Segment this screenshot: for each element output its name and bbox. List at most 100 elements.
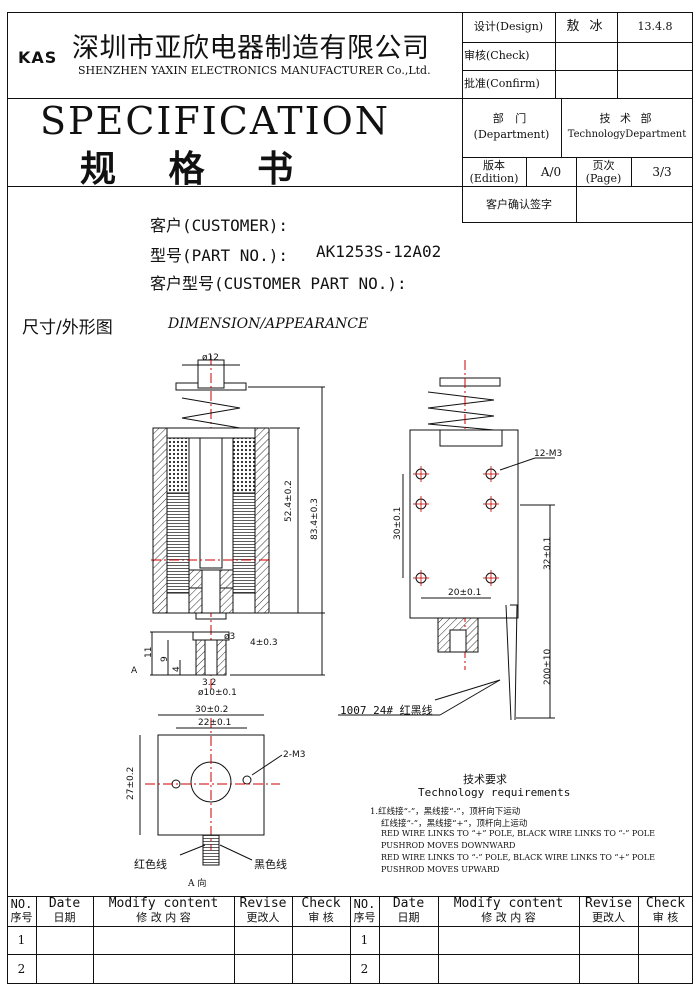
approval-col-line xyxy=(561,98,562,157)
dim-52: 52.4±0.2 xyxy=(284,480,294,522)
approval-col-line xyxy=(631,157,632,187)
approval-col-line xyxy=(617,12,618,98)
rev-header-no-cn-2: 序号 xyxy=(353,910,376,924)
header-bottom-divider xyxy=(7,186,693,187)
dept-value-en: TechnologyDepartment xyxy=(567,129,687,140)
dim-30: 30±0.1 xyxy=(393,506,403,540)
rev-col-line xyxy=(579,896,580,984)
part-no-value: AK1253S-12A02 xyxy=(316,242,442,261)
rev-header-no-cn: 序号 xyxy=(10,910,33,924)
dept-label-en: (Department) xyxy=(473,128,550,141)
approval-row-line xyxy=(462,98,693,99)
rev-header-revise-en: Revise xyxy=(239,895,287,911)
edition-label-cn: 版本 xyxy=(483,158,505,172)
req-title-cn: 技术要求 xyxy=(463,773,507,786)
dim-3-2: 3.2 xyxy=(202,678,217,688)
red-wire-label: 红色线 xyxy=(134,858,167,871)
approval-col-line xyxy=(526,157,527,187)
section-title-en: DIMENSION/APPEARANCE xyxy=(168,316,369,332)
dim-32: 32±0.1 xyxy=(543,536,553,570)
customer-confirm-label: 客户确认签字 xyxy=(486,197,552,211)
dim-200: 200±10 xyxy=(543,648,553,685)
rev-header-date-en-2: Date xyxy=(392,895,425,911)
rev-header-modify-cn-2: 修 改 内 容 xyxy=(481,910,536,924)
dim-4: 4 xyxy=(172,666,182,672)
rev-col-line xyxy=(93,896,94,984)
company-name-en: SHENZHEN YAXIN ELECTRONICS MANUFACTURER … xyxy=(78,64,431,77)
design-label: 设计(Design) xyxy=(473,20,544,33)
req-line5: RED WIRE LINKS TO “-” POLE, BLACK WIRE L… xyxy=(381,853,655,862)
design-date: 13.4.8 xyxy=(637,20,673,33)
dept-label-cn: 部 门 xyxy=(492,112,531,125)
view-a-label: A xyxy=(131,666,138,676)
rev-col-line xyxy=(379,896,380,984)
company-logo: KAS xyxy=(18,48,58,67)
rev-header-no-en-2: NO. xyxy=(353,896,376,911)
customer-label: 客户(CUSTOMER): xyxy=(150,216,288,235)
rev-header-date-cn-2: 日期 xyxy=(397,910,420,924)
rev-row-1-no-right: 1 xyxy=(360,933,369,947)
section-title-cn: 尺寸/外形图 xyxy=(22,318,113,338)
rev-header-date-cn: 日期 xyxy=(53,910,76,924)
rev-header-date-en: Date xyxy=(48,895,81,911)
approval-col-line xyxy=(555,12,556,98)
black-wire-label: 黑色线 xyxy=(254,858,287,871)
bottom-m3: 2-M3 xyxy=(283,750,306,760)
rev-header-modify-en: Modify content xyxy=(108,895,219,911)
rev-col-line xyxy=(292,896,293,984)
confirm-label: 批准(Confirm) xyxy=(464,77,540,90)
req-line6: PUSHROD MOVES UPWARD xyxy=(381,865,500,874)
rev-col-line xyxy=(438,896,439,984)
wire-label: 1007 24# 红黑线 xyxy=(340,704,433,717)
part-no-label: 型号(PART NO.): xyxy=(150,246,288,265)
approval-row-line xyxy=(462,70,693,71)
rev-col-line xyxy=(234,896,235,984)
rev-header-revise-cn: 更改人 xyxy=(246,910,280,924)
title-en: SPECIFICATION xyxy=(40,99,391,143)
rev-header-check-cn: 审 核 xyxy=(308,910,334,924)
page-label-en: (Page) xyxy=(585,171,622,185)
rev-row-1-no: 1 xyxy=(17,933,26,947)
rev-header-check-en-2: Check xyxy=(645,895,686,911)
page-label-cn: 页次 xyxy=(592,158,615,172)
req-title-en: Technology requirements xyxy=(418,786,571,799)
dim-phi3: ø3 xyxy=(224,632,236,642)
rev-header-check-en: Check xyxy=(301,895,341,911)
rev-header-revise-cn-2: 更改人 xyxy=(592,910,625,924)
approval-row-line xyxy=(462,42,693,43)
dim-top: ø12 xyxy=(202,353,219,363)
bottom-dim-27: 27±0.2 xyxy=(126,766,136,800)
rev-row-2-no: 2 xyxy=(17,962,26,976)
page-value: 3/3 xyxy=(652,165,672,179)
rev-header-modify-cn: 修 改 内 容 xyxy=(136,910,191,924)
a-direction-label: A 向 xyxy=(188,879,207,889)
approval-row-line xyxy=(462,157,693,158)
rev-col-line xyxy=(638,896,639,984)
rev-col-line xyxy=(36,896,37,984)
holes-label: 12-M3 xyxy=(534,449,563,459)
dim-9: 9 xyxy=(160,656,170,662)
approval-row-line xyxy=(462,222,693,223)
rev-row-2-no-right: 2 xyxy=(360,962,369,976)
dept-value-cn: 技 术 部 xyxy=(599,112,655,125)
rev-header-no-en: NO. xyxy=(10,896,33,911)
design-name: 敖 冰 xyxy=(566,19,606,34)
approval-box-left xyxy=(462,12,463,222)
req-line2: 红线接“-”，黑线接“+”，顶杆向上运动 xyxy=(381,819,528,829)
customer-part-label: 客户型号(CUSTOMER PART NO.): xyxy=(150,274,407,293)
check-label: 审核(Check) xyxy=(464,49,530,62)
bottom-dim-22: 22±0.1 xyxy=(198,718,232,728)
company-name-cn: 深圳市亚欣电器制造有限公司 xyxy=(72,33,430,64)
approval-col-line xyxy=(576,157,577,222)
rev-header-revise-en-2: Revise xyxy=(585,895,632,911)
req-line1: 1.红线接“-”，黑线接“-”，顶杆向下运动 xyxy=(370,807,521,817)
dim-phi10: ø10±0.1 xyxy=(198,688,237,698)
rev-header-check-cn-2: 审 核 xyxy=(652,910,679,924)
title-cn: 规 格 书 xyxy=(80,148,294,190)
dim-83: 83.4±0.3 xyxy=(310,498,320,540)
header-divider xyxy=(7,98,462,99)
dim-20: 20±0.1 xyxy=(448,588,482,598)
bottom-dim-30: 30±0.2 xyxy=(195,705,229,715)
rev-header-modify-en-2: Modify content xyxy=(453,895,564,911)
